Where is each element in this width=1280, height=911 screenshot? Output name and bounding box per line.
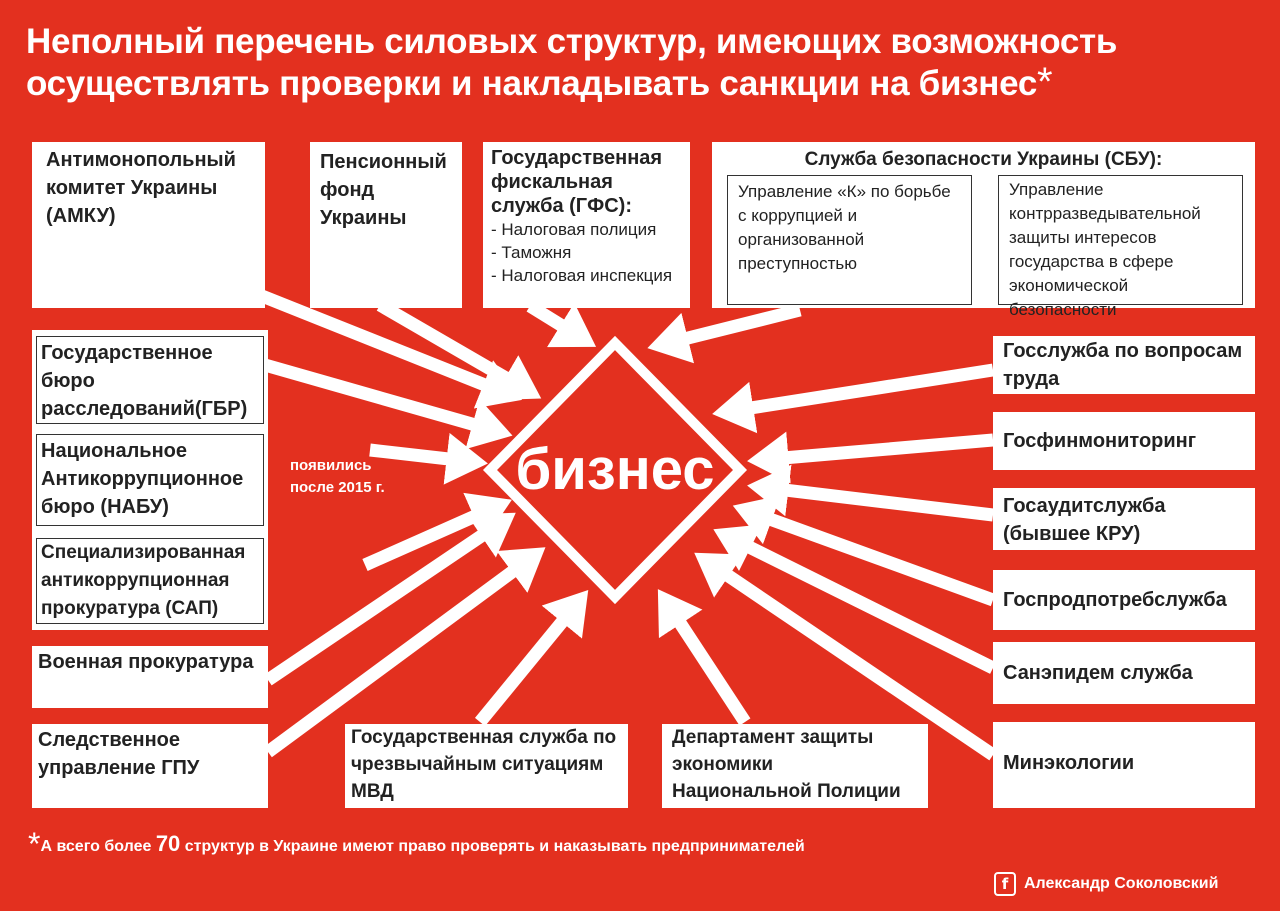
arrow-pension	[376, 299, 542, 401]
box-labor-service: Госслужба по вопросам труда	[993, 336, 1255, 394]
arrow-sbu	[647, 303, 802, 364]
page-title: Неполный перечень силовых структур, имею…	[26, 22, 1118, 104]
box-consumer-service: Госпродпотребслужба	[993, 570, 1255, 630]
arrow-finmon	[747, 431, 994, 484]
arrow-sanepid	[713, 524, 996, 674]
box-post-2015-group: Государственное бюро расследований(ГБР) …	[32, 330, 268, 630]
post-2015-note: появились после 2015 г.	[290, 457, 385, 496]
box-sap: Специализированная антикоррупционная про…	[36, 538, 264, 624]
center-label: бизнес	[515, 437, 715, 502]
facebook-icon: f	[994, 872, 1016, 896]
arrow-department	[657, 589, 751, 726]
arrow-military	[264, 512, 516, 686]
box-finmonitoring: Госфинмониторинг	[993, 412, 1255, 470]
box-amku: Антимонопольный комитет Украины (АМКУ)	[32, 142, 265, 308]
arrow-nabu	[369, 432, 488, 485]
arrow-gfs	[526, 300, 597, 348]
box-ecology-ministry: Минэкологии	[993, 722, 1255, 808]
arrow-prodpotreb	[732, 495, 996, 607]
box-sbu: Служба безопасности Украины (СБУ): Управ…	[712, 142, 1255, 319]
business-diamond	[482, 335, 748, 605]
box-audit-service: Госаудитслужба (бывшее КРУ)	[993, 488, 1255, 550]
gfs-list: - Налоговая полиция - Таможня - Налогова…	[491, 220, 673, 285]
arrow-ecology	[694, 552, 997, 761]
arrow-labor	[712, 363, 995, 434]
sbu-department-k: Управление «К» по борьбе с коррупцией и …	[727, 175, 972, 305]
sbu-counterintelligence: Управление контрразведывательной защиты …	[998, 175, 1243, 319]
box-gfs: Государственная фискальная служба (ГФС):…	[483, 142, 690, 308]
box-pension-fund: Пенсионный фонд Украины	[310, 142, 462, 308]
footnote: *А всего более 70 структур в Украине име…	[28, 826, 805, 862]
box-investigative-gpu: Следственное управление ГПУ	[32, 724, 268, 808]
arrow-gschs	[474, 589, 589, 727]
box-sanepid: Санэпидем служба	[993, 642, 1255, 704]
box-military-prosecutor: Военная прокуратура	[32, 646, 268, 708]
box-emergency-service: Государственная служба по чрезвычайным с…	[345, 724, 628, 808]
author-credit: f Александр Соколовский	[994, 872, 1218, 896]
arrow-gbr	[263, 358, 513, 450]
arrow-amku	[259, 289, 523, 409]
box-gbr: Государственное бюро расследований(ГБР)	[36, 336, 264, 424]
arrow-audit	[747, 464, 994, 522]
box-economic-protection: Департамент защиты экономики Национально…	[662, 724, 928, 808]
arrow-investigative	[264, 547, 546, 758]
box-nabu: Национальное Антикоррупционное бюро (НАБ…	[36, 434, 264, 526]
